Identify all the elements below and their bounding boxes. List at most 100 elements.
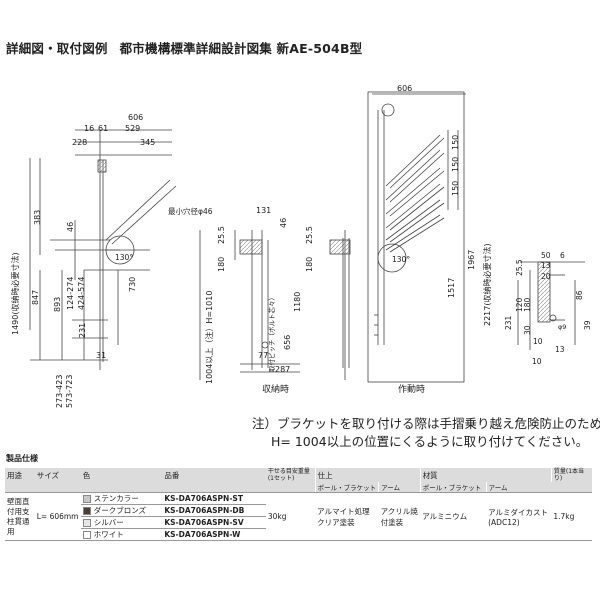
dim-573-723: 573-723 [65, 375, 74, 408]
dim-1004: 1004以上（注）H=1010 [204, 291, 214, 384]
swatch-icon [82, 531, 91, 539]
table-row: 壁面直付用支柱貫通用 L= 606mm ステンカラー KS-DA706ASPN-… [5, 492, 592, 541]
title-sub: 都市機構標準詳細設計図集 新AE-504B型 [119, 41, 363, 56]
cell-use: 壁面直付用支柱貫通用 [5, 492, 35, 541]
dim-424-574: 424-574 [77, 277, 86, 310]
cell-size: L= 606mm [34, 492, 81, 541]
dim-231-d: 231 [504, 315, 513, 330]
dim-273-423: 273-423 [55, 375, 64, 408]
cell-finish-bracket: アルマイト処理クリア塗装 [315, 492, 379, 541]
technical-drawing: 606 16 61 529 228 345 383 1490(収納時必要寸法) … [10, 84, 592, 408]
dim-25-5-a: 25.5 [217, 226, 226, 244]
cell-weight: 1.7kg [551, 492, 592, 541]
cell-finish-arm: アクリル焼付塗装 [378, 492, 421, 541]
dim-228: 228 [72, 138, 87, 147]
dim-50: 50 [541, 251, 551, 260]
dim-893: 893 [53, 297, 62, 312]
dim-150-c: 150 [451, 181, 460, 196]
title-main: 詳細図・取付図例 [6, 41, 108, 56]
label-storage: 収納時 [262, 383, 289, 395]
dim-1517: 1517 [447, 278, 456, 298]
header-color: 色 [80, 468, 163, 482]
dims-detail: 50 6 25.5 13 20 86 120 180 231 30 39 10 … [504, 251, 592, 366]
dim-180-b: 180 [305, 257, 314, 272]
table-row: ダークブロンズ KS-DA706ASPN-DB [5, 504, 592, 517]
cell-color-2: シルバー [80, 516, 163, 529]
cell-mat-bracket: アルミニウム [420, 492, 487, 541]
spec-header-row-2: ポール・ブラケット アーム ポール・ブラケット アーム [5, 482, 592, 493]
dim-656: 656 [283, 335, 292, 350]
dim-231-left: 231 [78, 323, 87, 338]
dim-angle-left: 130° [115, 253, 133, 262]
dim-1967: 1967 [467, 250, 476, 270]
dim-10-b: 10 [532, 357, 542, 366]
dim-16: 16 [84, 124, 94, 133]
dim-13-a: 13 [541, 261, 551, 270]
page-title: 詳細図・取付図例都市機構標準詳細設計図集 新AE-504B型 [6, 38, 362, 57]
header-size: サイズ [34, 468, 81, 482]
dim-25-5-b: 25.5 [305, 226, 314, 244]
spec-title: 製品仕様 [6, 454, 38, 463]
dim-31: 31 [96, 351, 106, 360]
swatch-icon [82, 507, 91, 515]
header-use: 用途 [5, 468, 35, 482]
dim-hole: 最小穴径φ46 [168, 206, 213, 216]
cell-load: 30kg [265, 492, 316, 541]
header-finish-arm: アーム [378, 482, 421, 493]
cell-code-2: KS-DA706ASPN-SV [162, 516, 266, 529]
header-finish-bracket: ポール・ブラケット [314, 482, 379, 493]
cell-code-1: KS-DA706ASPN-DB [162, 504, 266, 517]
dim-150-b: 150 [451, 157, 460, 172]
dim-10-a: 10 [533, 337, 543, 346]
dim-730: 730 [128, 277, 137, 292]
table-row: シルバー KS-DA706ASPN-SV [5, 516, 592, 529]
dim-30: 30 [523, 325, 532, 335]
note-line-2: H= 1004以上の位置にくるように取り付けてください。 [271, 434, 589, 449]
header-weight: 質量(1本当り) [550, 468, 592, 482]
dim-606-right: 606 [397, 84, 412, 93]
cell-code-0: KS-DA706ASPN-ST [162, 492, 266, 505]
header-load: 干せる目安重量(1セット) [265, 468, 316, 482]
header-mat-arm: アーム [485, 482, 552, 493]
dim-120: 120 [515, 297, 524, 312]
dim-606-left: 606 [128, 113, 143, 122]
drawing-mid [199, 230, 351, 380]
dim-6: 6 [560, 251, 565, 260]
dim-2217: 2217(収納時必要寸法) [482, 243, 492, 326]
dim-25-5-d: 25.5 [515, 259, 524, 276]
dim-529: 529 [125, 124, 140, 133]
install-note: 注）ブラケットを取り付ける際は手摺乗り越え危険防止のため H= 1004以上の位… [252, 415, 600, 451]
drawing-right [367, 91, 466, 383]
drawing-detail [517, 261, 585, 350]
dim-77: 77 [258, 351, 268, 360]
header-mat-bracket: ポール・ブラケット [419, 482, 487, 493]
label-operation: 作動時 [398, 383, 425, 395]
swatch-icon [82, 495, 91, 503]
dim-345: 345 [140, 138, 155, 147]
dim-phi9: φ9 [558, 323, 566, 331]
dims-left: 606 16 61 529 228 345 383 1490(収納時必要寸法) … [10, 113, 213, 408]
dim-61: 61 [98, 124, 108, 133]
header-code: 品番 [162, 468, 266, 482]
cell-color-3: ホワイト [80, 528, 163, 541]
cell-code-3: KS-DA706ASPN-W [162, 528, 266, 541]
drawing-left [29, 129, 177, 370]
dim-180-d: 180 [523, 297, 532, 312]
dim-13-b: 13 [555, 345, 565, 354]
cell-color-0: ステンカラー [80, 492, 163, 505]
dims-mid: 131 46 25.5 25.5 180 180 1004以上（注）H=1010… [204, 206, 314, 395]
dim-131: 131 [256, 206, 271, 215]
table-row: ホワイト KS-DA706ASPN-W [5, 528, 592, 541]
dim-pitch: 取付ピッチ（ボルト芯々） [267, 294, 276, 372]
dim-1490: 1490(収納時必要寸法) [10, 252, 20, 335]
dim-1180: 1180 [293, 292, 302, 312]
dim-39: 39 [583, 320, 592, 330]
spec-table: 用途 サイズ 色 品番 干せる目安重量(1セット) 仕上 材質 質量(1本当り)… [5, 468, 592, 541]
cell-color-1: ダークブロンズ [80, 504, 163, 517]
dim-46-mid: 46 [279, 218, 288, 228]
swatch-icon [82, 519, 91, 527]
dim-847: 847 [31, 290, 40, 305]
note-line-1: 注）ブラケットを取り付ける際は手摺乗り越え危険防止のため [252, 416, 600, 431]
dim-383: 383 [33, 210, 42, 225]
dim-46-left: 46 [66, 222, 75, 232]
